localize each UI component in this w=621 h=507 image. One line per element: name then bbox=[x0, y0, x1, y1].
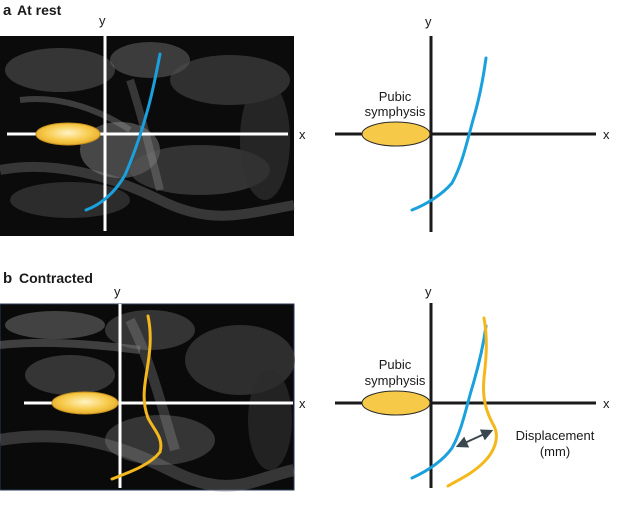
panel-b-image-contracted-curve bbox=[110, 314, 163, 481]
panel-b-image-y-label: y bbox=[114, 284, 121, 299]
panel-b: b Contracted y x y x Pubic symp bbox=[0, 270, 610, 492]
panel-b-letter: b bbox=[3, 270, 12, 287]
panel-b-pubic-label-line2: symphysis bbox=[365, 373, 426, 388]
panel-b-diagram-y-label: y bbox=[425, 284, 432, 299]
panel-b-diagram-contracted-curve bbox=[446, 316, 498, 488]
panel-b-pubic-label-line1: Pubic bbox=[379, 357, 412, 372]
panel-b-diagram-x-label: x bbox=[603, 396, 610, 411]
panel-a: a At rest y x y x Pubic bbox=[0, 2, 610, 236]
displacement-label-line2: (mm) bbox=[540, 444, 570, 459]
panel-b-diagram-symphysis bbox=[361, 390, 431, 416]
panel-a-pubic-label-line2: symphysis bbox=[365, 104, 426, 119]
panel-b-image-x-label: x bbox=[299, 396, 306, 411]
displacement-arrow bbox=[455, 429, 494, 448]
panel-b-diagram-rest-curve bbox=[410, 324, 488, 480]
displacement-label-line1: Displacement bbox=[516, 428, 595, 443]
panel-a-letter: a bbox=[3, 2, 12, 19]
panel-a-image-rest-curve bbox=[84, 52, 162, 212]
panel-a-mri-image bbox=[0, 36, 295, 236]
panel-a-diagram-x-label: x bbox=[603, 127, 610, 142]
panel-a-diagram-y-label: y bbox=[425, 14, 432, 29]
panel-a-image-symphysis bbox=[35, 122, 101, 146]
panel-a-image-x-label: x bbox=[299, 127, 306, 142]
panel-a-diagram-rest-curve bbox=[410, 56, 488, 212]
panel-a-diagram-symphysis bbox=[361, 121, 431, 147]
panel-b-title: Contracted bbox=[19, 270, 93, 286]
panel-b-image-symphysis bbox=[51, 391, 119, 415]
panel-a-image-y-label: y bbox=[99, 13, 106, 28]
panel-a-pubic-label-line1: Pubic bbox=[379, 89, 412, 104]
panel-a-title: At rest bbox=[17, 2, 62, 18]
panel-b-mri-image bbox=[0, 303, 296, 492]
